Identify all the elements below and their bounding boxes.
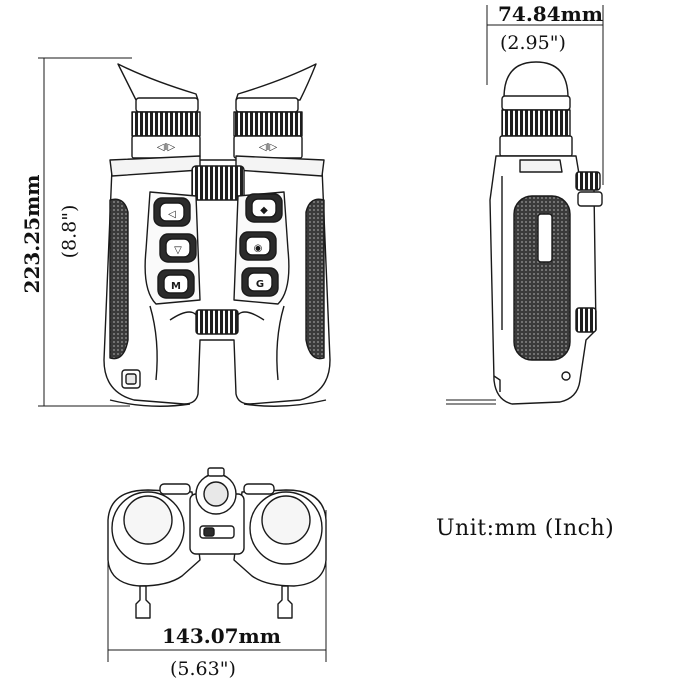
right-grip <box>305 198 325 360</box>
svg-text:M: M <box>171 281 181 292</box>
height-mm-label: 223.25mm <box>20 174 44 294</box>
top-left-lug <box>135 585 151 619</box>
unit-note: Unit:mm (Inch) <box>436 516 615 541</box>
svg-text:▽: ▽ <box>174 245 182 256</box>
height-dimension-lines <box>38 57 132 407</box>
width-dimension-lines <box>486 5 604 185</box>
svg-text:◁: ◁ <box>168 209 176 220</box>
length-inch-label: (5.63") <box>170 658 236 680</box>
svg-text:G: G <box>256 279 264 290</box>
svg-text:◆: ◆ <box>260 205 268 216</box>
width-inch-label: (2.95") <box>500 32 566 54</box>
svg-text:◉: ◉ <box>254 243 263 254</box>
left-grip <box>109 198 129 360</box>
right-eyecup <box>235 63 317 101</box>
front-view <box>103 63 331 407</box>
top-right-lug <box>277 585 293 619</box>
side-grip <box>513 195 571 361</box>
side-strap <box>446 399 496 405</box>
front-view-glyphs: ◁I▷ ◁I▷ ◁ ▽ M ◆ ◉ G <box>157 142 278 292</box>
svg-text:◁I▷: ◁I▷ <box>157 142 176 153</box>
left-eyecup <box>117 63 199 101</box>
svg-text:◁I▷: ◁I▷ <box>259 142 278 153</box>
side-eyecup <box>503 61 569 99</box>
side-view <box>489 61 603 405</box>
top-view <box>107 467 327 619</box>
height-inch-label: (8.8") <box>58 204 81 259</box>
length-mm-label: 143.07mm <box>162 624 281 648</box>
width-mm-label: 74.84mm <box>498 2 603 26</box>
